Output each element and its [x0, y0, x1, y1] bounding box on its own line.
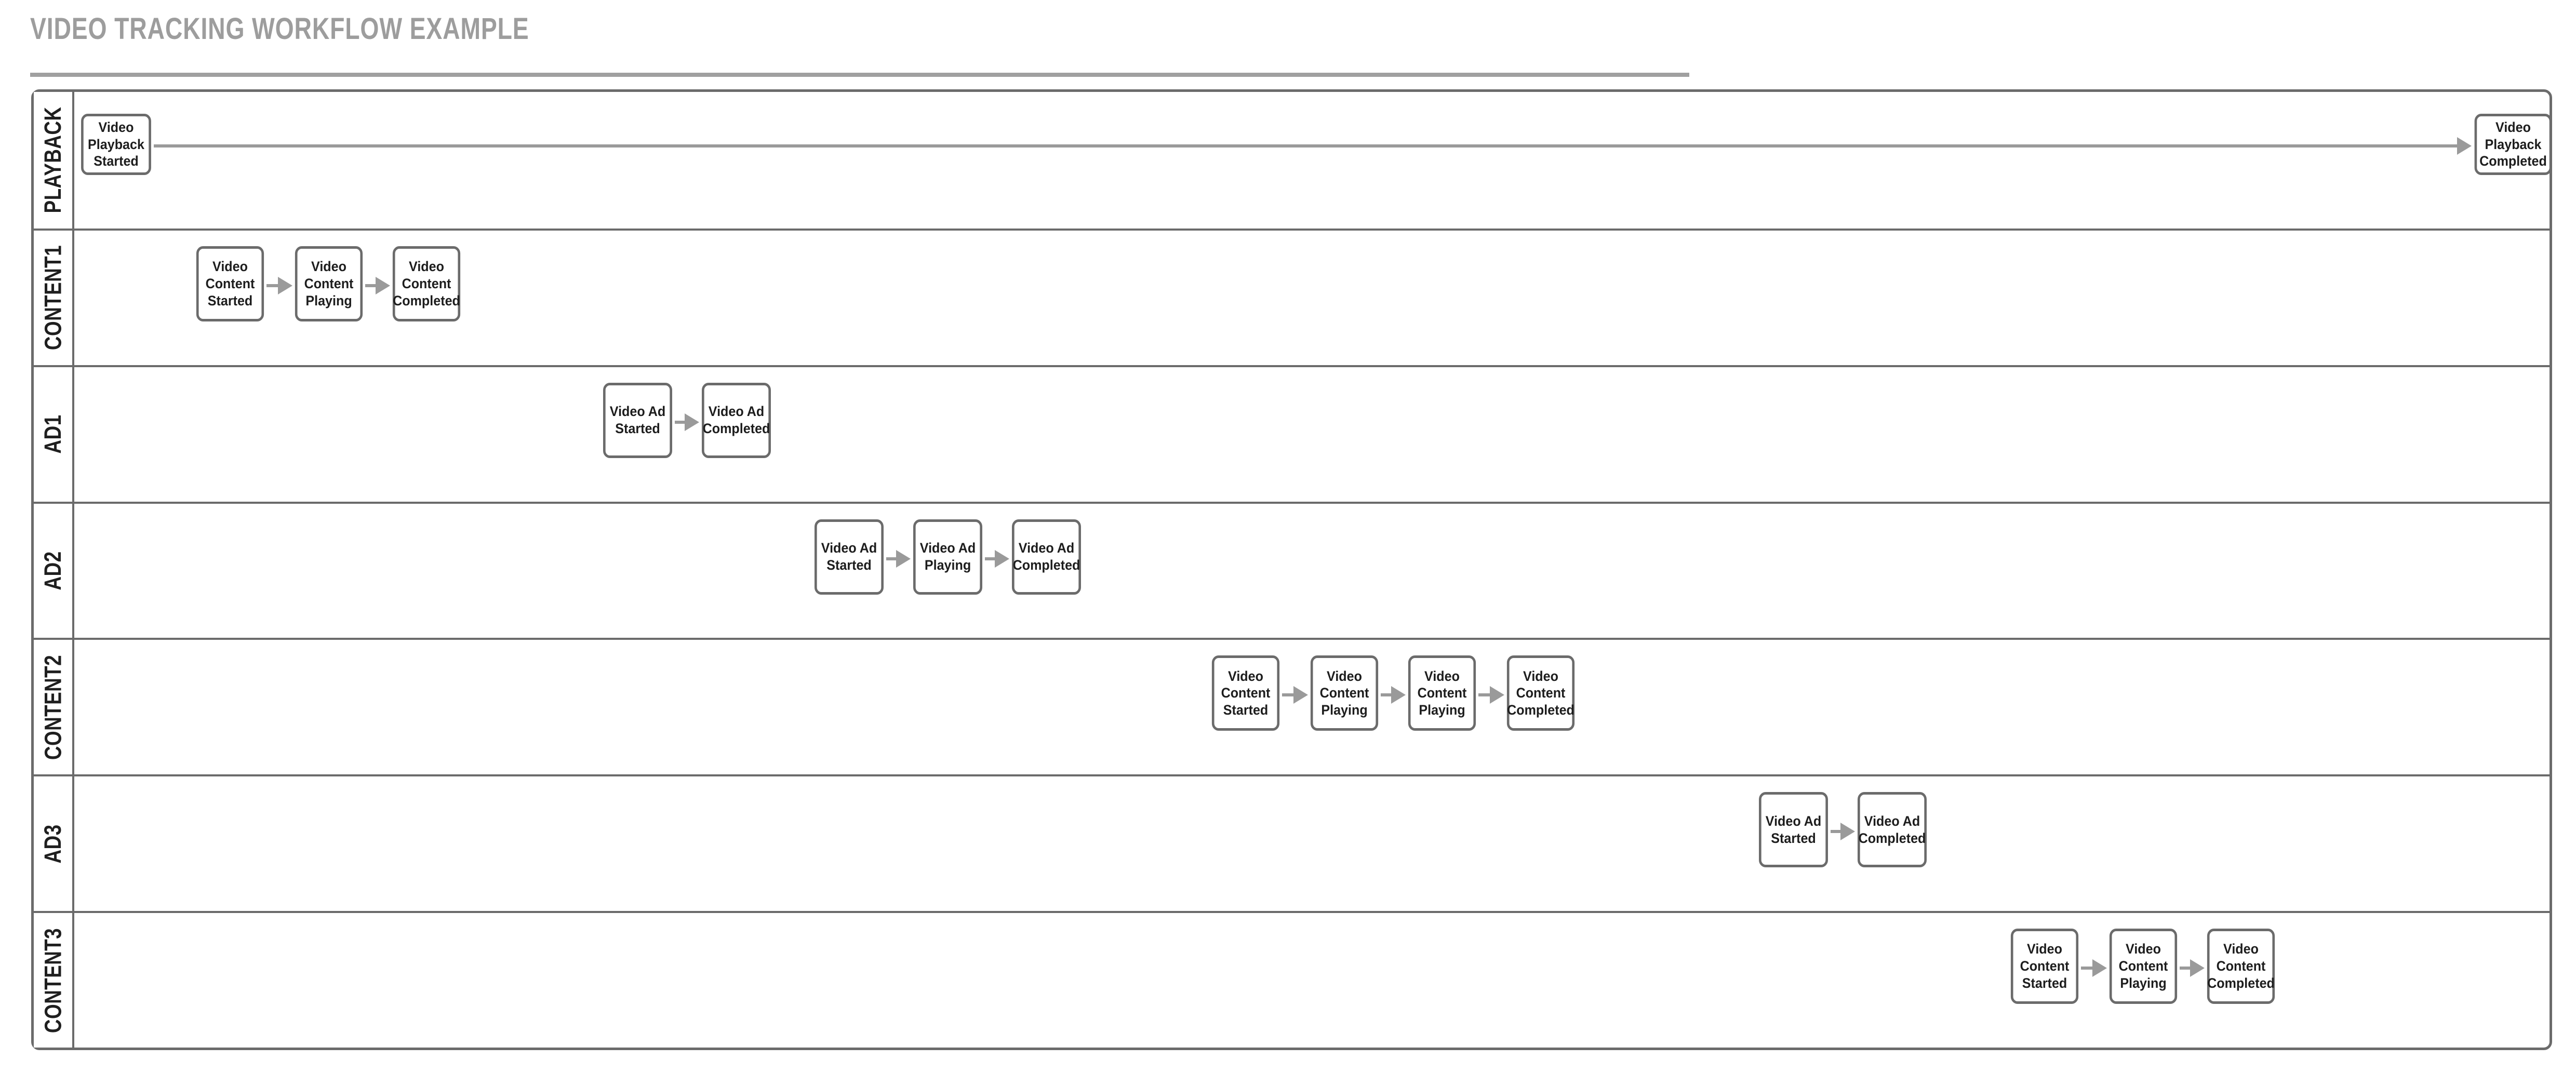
node-ad2-0[interactable]: Video Ad Started: [815, 519, 884, 595]
arrowhead-icon-content1-1: [376, 276, 390, 294]
lane-body-content3: Video Content Started Video Content Playi…: [74, 913, 2550, 1048]
arrowhead-icon-content1-0: [278, 276, 292, 294]
node-playback-1[interactable]: Video Playback Completed: [2474, 114, 2552, 175]
node-content1-2[interactable]: Video Content Completed: [392, 246, 461, 321]
node-ad1-0[interactable]: Video Ad Started: [603, 382, 672, 458]
connector-content2-2: [1478, 693, 1491, 697]
node-ad3-1[interactable]: Video Ad Completed: [1858, 792, 1927, 868]
connector-content3-0: [2081, 967, 2093, 970]
arrowhead-icon-ad2-1: [995, 549, 1009, 568]
lane-header-content2: CONTENT2: [34, 640, 74, 775]
lane-header-content1: CONTENT1: [34, 230, 74, 365]
node-content3-1[interactable]: Video Content Playing: [2109, 929, 2178, 1004]
lane-label-playback: PLAYBACK: [39, 106, 66, 213]
node-content2-1[interactable]: Video Content Playing: [1310, 655, 1379, 731]
node-content3-2[interactable]: Video Content Completed: [2207, 929, 2275, 1004]
swimlane-ad1: AD1 Video Ad Started Video Ad Completed: [34, 365, 2550, 502]
arrowhead-icon-ad1-0: [685, 413, 699, 431]
lane-header-ad1: AD1: [34, 367, 74, 502]
lane-body-playback: Video Playback Started Video Playback Com…: [74, 92, 2552, 229]
lane-body-ad1: Video Ad Started Video Ad Completed: [74, 367, 2550, 502]
lane-label-content3: CONTENT3: [39, 928, 66, 1033]
node-content2-2[interactable]: Video Content Playing: [1408, 655, 1476, 731]
node-content2-0[interactable]: Video Content Started: [1211, 655, 1280, 731]
title-underline-rule: [30, 73, 1689, 77]
connector-content1-0: [266, 284, 279, 287]
arrowhead-icon-ad2-0: [896, 549, 911, 568]
arrowhead-icon-content2-2: [1490, 686, 1504, 704]
lane-label-ad3: AD3: [39, 824, 66, 864]
node-ad2-2[interactable]: Video Ad Completed: [1012, 519, 1081, 595]
node-content1-1[interactable]: Video Content Playing: [295, 246, 363, 321]
connector-content2-1: [1381, 693, 1392, 697]
arrowhead-icon-playback-0: [2457, 137, 2472, 155]
lane-label-content2: CONTENT2: [39, 654, 66, 760]
arrowhead-icon-content3-0: [2092, 959, 2107, 977]
connector-content1-1: [365, 284, 377, 287]
connector-ad3-0: [1831, 830, 1841, 834]
lane-body-ad3: Video Ad Started Video Ad Completed: [74, 776, 2550, 911]
lane-label-ad2: AD2: [39, 551, 66, 591]
connector-content3-1: [2180, 967, 2191, 970]
lane-header-ad2: AD2: [34, 503, 74, 638]
connector-content2-0: [1282, 693, 1294, 697]
lane-header-ad3: AD3: [34, 776, 74, 911]
lane-header-playback: PLAYBACK: [34, 92, 74, 229]
arrowhead-icon-content2-1: [1391, 686, 1406, 704]
lane-label-ad1: AD1: [39, 414, 66, 454]
arrowhead-icon-ad3-0: [1840, 823, 1855, 841]
lane-header-content3: CONTENT3: [34, 913, 74, 1048]
node-content2-3[interactable]: Video Content Completed: [1506, 655, 1575, 731]
connector-ad2-0: [886, 557, 897, 560]
lane-body-content1: Video Content Started Video Content Playi…: [74, 231, 2550, 365]
page-title: VIDEO TRACKING WORKFLOW EXAMPLE: [30, 12, 529, 46]
lane-body-ad2: Video Ad Started Video Ad Playing Video Ad…: [74, 504, 2550, 638]
connector-ad2-1: [985, 557, 996, 560]
arrowhead-icon-content2-0: [1293, 686, 1308, 704]
swimlane-ad3: AD3 Video Ad Started Video Ad Completed: [34, 774, 2550, 911]
node-content1-0[interactable]: Video Content Started: [196, 246, 264, 321]
lane-body-content2: Video Content Started Video Content Playi…: [74, 640, 2550, 774]
connector-playback-0: [154, 144, 2458, 147]
node-ad1-1[interactable]: Video Ad Completed: [702, 382, 771, 458]
node-ad3-0[interactable]: Video Ad Started: [1759, 792, 1828, 868]
arrowhead-icon-content3-1: [2190, 959, 2205, 977]
node-playback-0[interactable]: Video Playback Started: [81, 114, 151, 175]
node-content3-0[interactable]: Video Content Started: [2010, 929, 2079, 1004]
node-ad2-1[interactable]: Video Ad Playing: [913, 519, 982, 595]
connector-ad1-0: [675, 420, 686, 424]
lane-label-content1: CONTENT1: [39, 245, 66, 351]
